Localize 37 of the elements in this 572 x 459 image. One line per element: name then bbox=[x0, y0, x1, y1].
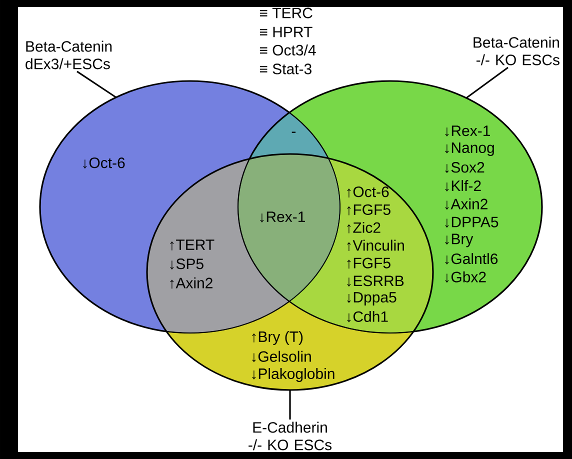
gene-label: ↓Cdh1 bbox=[347, 310, 388, 322]
gene-label: ↑Oct-6 bbox=[347, 186, 389, 198]
gene-label: ↓Rex-1 bbox=[260, 212, 305, 222]
gene-label: ↓Rex-1 bbox=[445, 126, 490, 136]
gene-label: ↑FGF5 bbox=[347, 204, 390, 216]
gene-label: ↑Vinculin bbox=[347, 240, 404, 252]
gene-label: ↓Galntl6 bbox=[445, 253, 498, 264]
gene-label: ≡ HPRT bbox=[260, 26, 312, 38]
set-label: Beta-Catenin -/- KO ESCs bbox=[474, 36, 560, 66]
set-label: E-Cadherin -/- KO ESCs bbox=[248, 422, 332, 450]
gene-label: ↑Bry (T) bbox=[252, 331, 303, 345]
gene-label: ↓Gbx2 bbox=[445, 271, 486, 283]
gene-label: ↓Nanog bbox=[445, 142, 494, 156]
gene-label: ↓Bry bbox=[445, 234, 474, 248]
leader-line bbox=[289, 390, 291, 420]
leader-line bbox=[466, 66, 508, 99]
gene-label: ↑FGF5 bbox=[347, 258, 390, 269]
gene-label: ≡ Stat-3 bbox=[260, 64, 312, 74]
gene-label: ↓ESRRB bbox=[347, 276, 404, 286]
gene-label: ↓DPPA5 bbox=[445, 216, 498, 228]
gene-label: ≡ Oct3/4 bbox=[260, 44, 316, 56]
gene-label: ↓Gelsolin bbox=[252, 350, 311, 362]
venn-ellipse bbox=[146, 153, 434, 391]
gene-label: ↑Axin2 bbox=[170, 277, 212, 289]
gene-label: ↓SP5 bbox=[170, 258, 204, 270]
gene-label: ↓Oct-6 bbox=[83, 158, 125, 168]
gene-label: ↓Dppa5 bbox=[347, 292, 396, 306]
leader-line bbox=[76, 70, 116, 98]
gene-label: ↓Plakoglobin bbox=[252, 368, 334, 382]
gene-label: ↓Axin2 bbox=[445, 198, 488, 210]
set-label: Beta-Catenin dEx3/+ESCs bbox=[26, 40, 112, 70]
dash-label: - bbox=[292, 132, 296, 133]
gene-label: ↑TERT bbox=[170, 240, 214, 250]
gene-label: ≡ TERC bbox=[260, 8, 312, 18]
gene-label: ↓Klf-2 bbox=[445, 180, 481, 192]
gene-label: ↑Zic2 bbox=[347, 222, 380, 234]
gene-label: ↓Sox2 bbox=[445, 162, 484, 173]
